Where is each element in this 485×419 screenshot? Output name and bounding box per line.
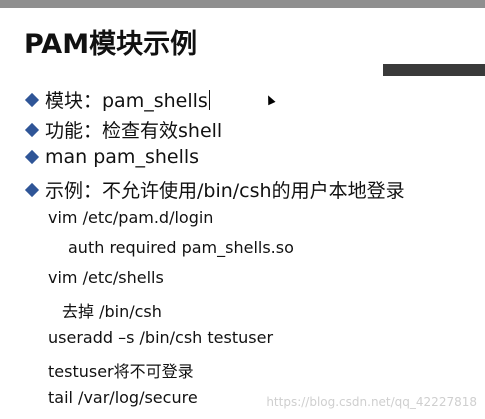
mouse-pointer-icon — [264, 93, 276, 106]
example-line-1: vim /etc/pam.d/login — [48, 208, 214, 227]
bullet-function: 功能：检查有效shell — [24, 116, 222, 143]
example-line-7: tail /var/log/secure — [48, 388, 198, 407]
bullet-man-page: man pam_shells — [24, 146, 199, 168]
bullet-module-text: 模块：pam_shells — [45, 90, 208, 112]
diamond-bullet-icon — [24, 182, 40, 197]
bullet-module: 模块：pam_shells — [24, 86, 210, 113]
diamond-bullet-icon — [24, 149, 40, 165]
watermark-text: https://blog.csdn.net/qq_42227818 — [266, 395, 477, 409]
bullet-function-text: 功能：检查有效shell — [45, 120, 223, 142]
diamond-bullet-icon — [24, 122, 40, 137]
bullet-man-page-text: man pam_shells — [45, 146, 200, 168]
example-line-5: useradd –s /bin/csh testuser — [48, 328, 274, 347]
accent-bar — [383, 64, 485, 76]
diamond-bullet-icon — [24, 92, 40, 107]
top-border-bar — [0, 0, 485, 8]
bullet-example: 示例：不允许使用/bin/csh的用户本地登录 — [24, 176, 405, 203]
text-caret — [208, 89, 210, 110]
example-line-6: testuser将不可登录 — [48, 362, 194, 381]
example-line-4: 去掉 /bin/csh — [62, 302, 162, 321]
bullet-example-text: 示例：不允许使用/bin/csh的用户本地登录 — [45, 180, 405, 202]
example-line-2: auth required pam_shells.so — [68, 238, 294, 257]
example-line-3: vim /etc/shells — [48, 268, 164, 287]
slide-title: PAM模块示例 — [24, 29, 198, 60]
